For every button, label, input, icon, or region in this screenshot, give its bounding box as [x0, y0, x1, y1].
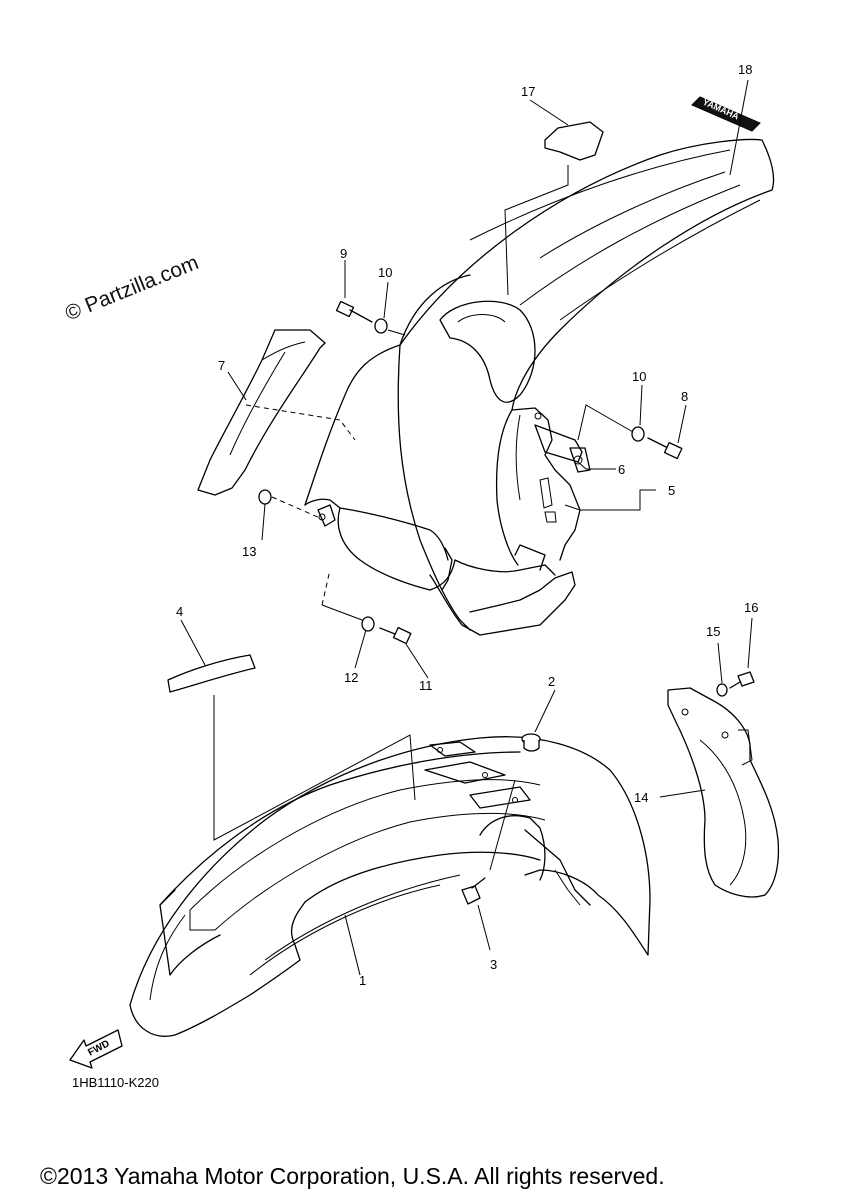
callout-10-right[interactable]: 10 [632, 369, 646, 384]
side-cover-7[interactable] [197, 329, 326, 496]
bolt-8[interactable] [647, 437, 683, 460]
callout-14[interactable]: 14 [634, 790, 648, 805]
bolt-9[interactable] [335, 300, 373, 323]
callout-4[interactable]: 4 [176, 604, 183, 619]
washer-15[interactable] [716, 683, 728, 697]
callout-15[interactable]: 15 [706, 624, 720, 639]
callout-numbers: 18 17 9 10 7 10 8 6 5 13 4 12 11 2 16 15… [176, 62, 758, 988]
fwd-arrow: FWD [69, 1029, 123, 1069]
bolt-11[interactable] [379, 626, 412, 645]
callout-2[interactable]: 2 [548, 674, 555, 689]
decal-4[interactable] [167, 654, 256, 693]
callout-8[interactable]: 8 [681, 389, 688, 404]
fork-guard-14[interactable] [667, 687, 780, 898]
rear-fender[interactable] [304, 138, 775, 636]
callout-18[interactable]: 18 [738, 62, 752, 77]
diagram-code: 1HB1110-K220 [72, 1075, 159, 1090]
front-fender-1[interactable] [129, 736, 651, 1037]
leader-lines [180, 79, 753, 976]
callout-6[interactable]: 6 [618, 462, 625, 477]
callout-11[interactable]: 11 [419, 678, 433, 693]
decal-17[interactable] [544, 121, 604, 161]
callout-12[interactable]: 12 [344, 670, 358, 685]
callout-17[interactable]: 17 [521, 84, 535, 99]
collar-10b[interactable] [631, 426, 645, 442]
callout-1[interactable]: 1 [359, 973, 366, 988]
collar-10a[interactable] [374, 318, 388, 334]
callout-13[interactable]: 13 [242, 544, 256, 559]
rivet-16[interactable] [729, 671, 755, 689]
decal-18-yamaha[interactable]: YAMAHA [691, 96, 761, 132]
grommet-2[interactable] [521, 733, 541, 752]
washer-13[interactable] [258, 489, 272, 505]
callout-7[interactable]: 7 [218, 358, 225, 373]
callout-3[interactable]: 3 [490, 957, 497, 972]
washer-12[interactable] [361, 616, 375, 632]
copyright-notice: ©2013 Yamaha Motor Corporation, U.S.A. A… [40, 1163, 665, 1189]
screw-3[interactable] [461, 877, 486, 905]
callout-16[interactable]: 16 [744, 600, 758, 615]
callout-10-upper[interactable]: 10 [378, 265, 392, 280]
callout-5[interactable]: 5 [668, 483, 675, 498]
callout-9[interactable]: 9 [340, 246, 347, 261]
